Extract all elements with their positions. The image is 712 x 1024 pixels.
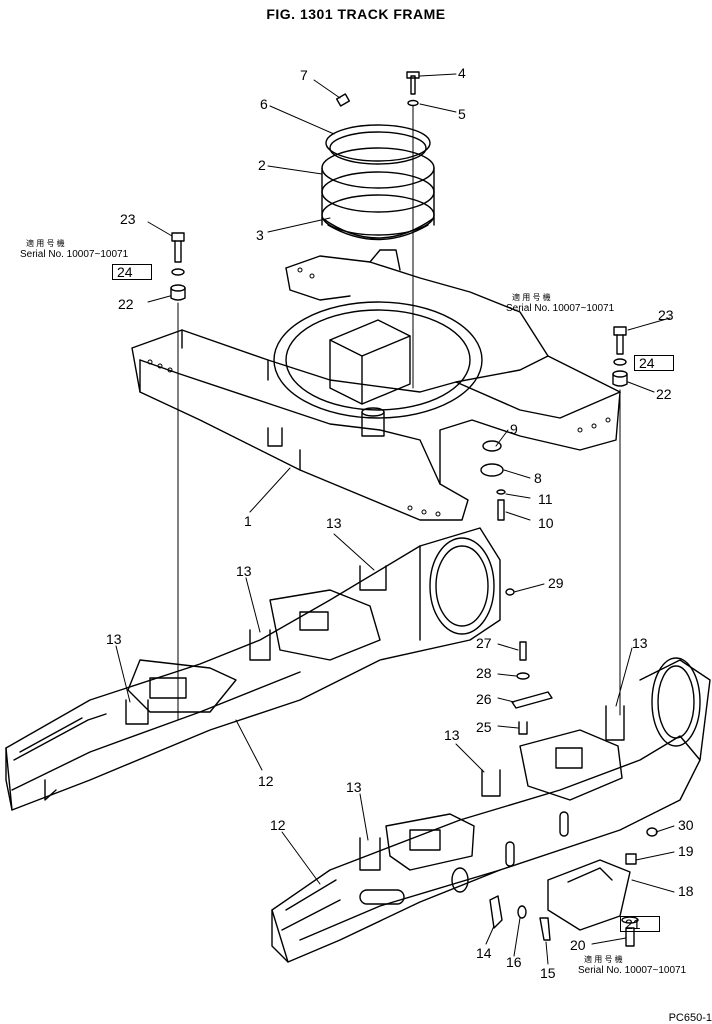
callout-24-left: 24 [112,264,152,280]
cover-part-9 [483,441,501,451]
washer-part-11 [497,490,505,494]
callout-13-a: 13 [326,515,342,531]
upper-frame-part-1 [132,250,620,520]
callout-27: 27 [476,635,492,651]
left-track-frame-part-12 [6,528,500,810]
callout-13-f: 13 [346,779,362,795]
callout-29: 29 [548,575,564,591]
callout-21: 21 [620,916,660,932]
callout-12-right: 12 [270,817,286,833]
callout-13-b: 13 [236,563,252,579]
callout-16: 16 [506,954,522,970]
callout-23-left: 23 [120,211,136,227]
callout-7: 7 [300,67,308,83]
callout-13-d: 13 [632,635,648,651]
swing-ring-assembly [322,72,434,388]
figure-code: PC650-1 [668,1012,712,1024]
frame-bearing-circle [274,302,482,418]
bushing-part-19 [626,854,636,864]
callout-13-e: 13 [444,727,460,743]
callout-24-right: 24 [634,355,674,371]
callout-5: 5 [458,106,466,122]
callout-18: 18 [678,883,694,899]
leader-lines [116,74,674,964]
callout-23-right: 23 [658,307,674,323]
serial-note-left: 適 用 号 機 Serial No. 10007~10071 [20,239,129,260]
callout-22-left: 22 [118,296,134,312]
serial-note-right: 適 用 号 機 Serial No. 10007~10071 [506,293,615,314]
washer-part-5 [408,101,418,106]
callout-12-left: 12 [258,773,274,789]
callout-10: 10 [538,515,554,531]
ring-part-2 [322,148,434,188]
callout-6: 6 [260,96,268,112]
callout-13-c: 13 [106,631,122,647]
callout-1: 1 [244,513,252,529]
bolt-part-4 [411,76,415,94]
bolt-part-10 [498,500,504,520]
plate-part-8 [481,464,503,476]
callout-30: 30 [678,817,694,833]
key-part-7 [337,94,350,106]
cover-part-14 [490,896,502,928]
washer-part-21 [622,917,638,923]
callout-28: 28 [476,665,492,681]
callout-20: 20 [570,937,586,953]
callout-19: 19 [678,843,694,859]
callout-15: 15 [540,965,556,981]
left-stack-fasteners [171,233,185,720]
callout-26: 26 [476,691,492,707]
callout-3: 3 [256,227,264,243]
washer-part-16 [518,906,526,918]
callout-4: 4 [458,65,466,81]
callout-22-right: 22 [656,386,672,402]
guard-part-18 [548,860,630,930]
callout-9: 9 [510,421,518,437]
bolt-part-15 [540,918,550,940]
right-track-frame-part-12 [272,658,710,962]
bushing-part-25 [519,722,527,734]
nut-part-29 [506,589,514,595]
washer-part-28 [517,673,529,679]
callout-8: 8 [534,470,542,486]
ring-part-3 [322,195,434,235]
callout-2: 2 [258,157,266,173]
bolt-part-27 [520,642,526,660]
ring-part-6 [326,125,430,161]
callout-25: 25 [476,719,492,735]
bolt-part-20 [626,928,634,946]
figure-title: FIG. 1301 TRACK FRAME [266,6,446,22]
callout-11: 11 [538,491,553,507]
plate-part-26 [512,692,552,708]
callout-14: 14 [476,945,492,961]
serial-note-bottom: 適 用 号 機 Serial No. 10007~10071 [578,955,687,976]
right-stack-fasteners [613,327,627,715]
